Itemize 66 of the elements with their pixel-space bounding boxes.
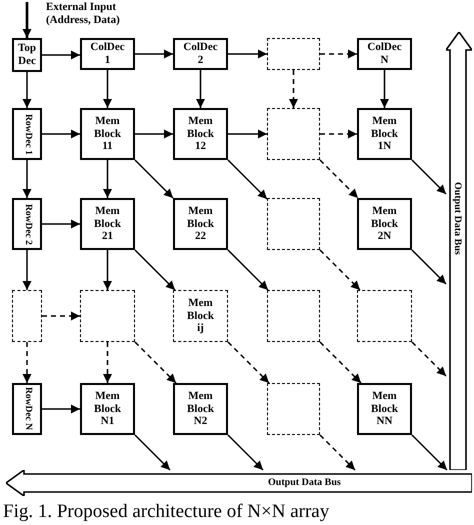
dashed-arrow — [227, 341, 270, 384]
memory-block: Mem Block N2 — [173, 383, 228, 435]
arrow — [380, 70, 389, 108]
decoder-box: ColDec 2 — [173, 38, 228, 70]
dashed-arrow — [134, 341, 177, 384]
decoder-box: ColDec N — [357, 38, 412, 70]
dashed-arrow — [319, 434, 356, 471]
arrow — [228, 50, 267, 58]
arrow — [42, 130, 80, 138]
memory-block: Mem Block 21 — [80, 198, 135, 250]
dashed-arrow — [319, 341, 362, 384]
dashed-arrow — [319, 249, 361, 291]
arrow — [42, 404, 80, 414]
arrow — [103, 70, 112, 108]
arrow — [134, 159, 174, 199]
arrow — [135, 130, 173, 138]
decoder-box: RowDec N — [12, 383, 42, 435]
decoder-box: RowDec 1 — [12, 108, 42, 160]
arrow — [135, 50, 173, 58]
placeholder-box — [12, 290, 42, 342]
dashed-arrow — [103, 342, 112, 383]
placeholder-box — [267, 383, 320, 435]
dashed-arrow — [320, 130, 357, 138]
arrow — [134, 434, 171, 471]
placeholder-box — [267, 108, 320, 160]
memory-block: Mem Block 1N — [357, 108, 412, 160]
placeholder-box — [267, 198, 320, 250]
dashed-arrow — [411, 341, 447, 377]
arrow — [22, 72, 32, 108]
placeholder-box — [357, 290, 412, 342]
arrow — [22, 250, 32, 290]
bus-label: Output Data Bus — [452, 182, 462, 255]
arrow — [227, 159, 268, 200]
arrow — [411, 159, 447, 195]
arrow — [134, 249, 176, 291]
dashed-arrow — [22, 342, 32, 383]
arrow — [227, 434, 264, 471]
memory-block: Mem Block N1 — [80, 383, 135, 435]
arrow — [196, 70, 205, 108]
dashed-arrow — [319, 159, 359, 199]
memory-block: Mem Block NN — [357, 383, 412, 435]
arrow — [228, 130, 267, 138]
arrow — [227, 249, 269, 291]
memory-block: Mem Block 11 — [80, 108, 135, 160]
arrow — [42, 50, 80, 60]
arrow — [22, 160, 32, 198]
bus-label: Output Data Bus — [268, 478, 341, 488]
decoder-box: ColDec 1 — [80, 38, 135, 70]
memory-block: Mem Block ij — [173, 290, 228, 342]
dashed-arrow — [289, 70, 298, 108]
memory-block: Mem Block 22 — [173, 198, 228, 250]
decoder-box: RowDec 2 — [12, 198, 42, 250]
arrow — [411, 434, 448, 471]
placeholder-box — [80, 290, 135, 342]
figure-caption: Fig. 1. Proposed architecture of N×N array — [3, 501, 330, 523]
memory-block: Mem Block 12 — [173, 108, 228, 160]
arrow — [103, 250, 112, 290]
placeholder-box — [267, 38, 320, 70]
arrow — [103, 160, 112, 198]
placeholder-box — [267, 290, 320, 342]
decoder-box: Top Dec — [12, 38, 42, 72]
arrow — [411, 249, 447, 285]
memory-block: Mem Block 2N — [357, 198, 412, 250]
dashed-arrow — [320, 50, 357, 58]
arrow — [22, 2, 32, 38]
arrow — [42, 220, 80, 228]
